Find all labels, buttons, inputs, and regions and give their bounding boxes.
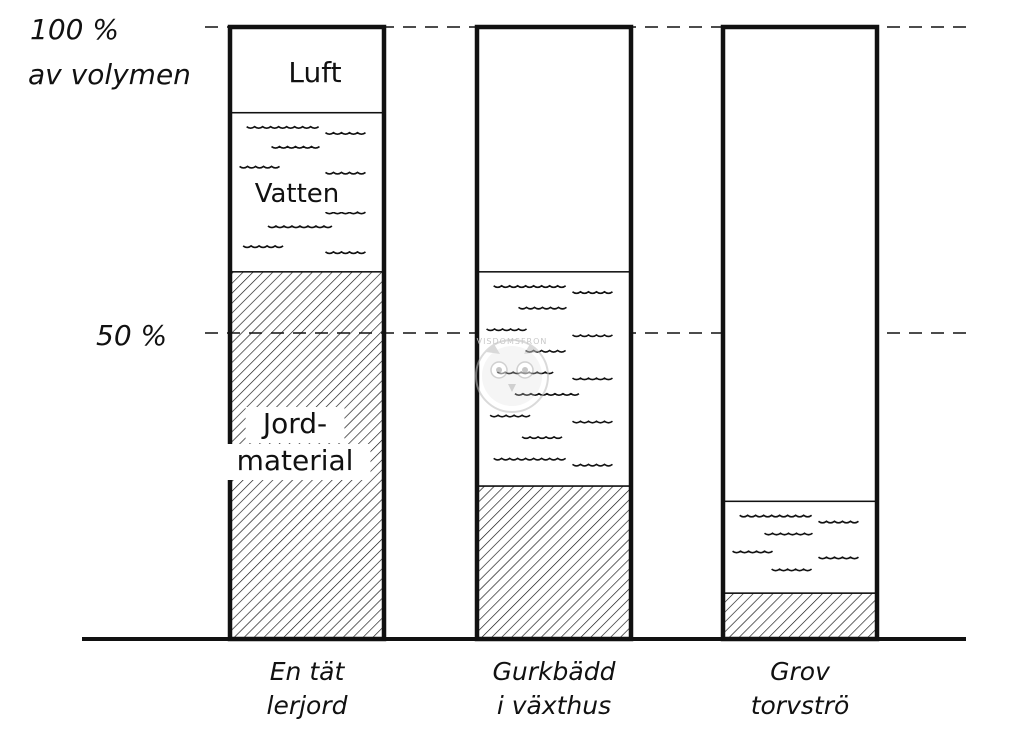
water-wave [493,284,567,289]
segment-label-luft-bg [274,56,356,92]
segment-label-jord-line-2-bg [219,444,371,480]
bar-group-3 [720,24,880,642]
y-tick-label-50: 50 % [96,319,167,352]
water-wave [518,306,567,310]
bars [227,24,880,642]
y-axis-labels: 100 % 50 % av volymen [28,13,191,352]
water-wave [521,435,563,440]
segment-label-jord-line-2: material [237,444,354,477]
watermark-logo [475,339,549,413]
bar-segment-luft-2 [476,26,632,273]
y-tick-label-100: 100 % [30,13,119,46]
bar-segment-luft-3 [722,26,878,503]
water-wave [739,514,813,518]
category-labels: En tät lerjord Gurkbädd i växthus Grov torvst… [267,657,850,720]
category-label-3-line-1: Grov [770,657,831,686]
water-wave [325,250,366,255]
water-wave [325,131,366,135]
water-wave [239,165,281,169]
segment-label-vatten-bg [242,178,352,212]
water-wave [572,463,613,467]
water-wave [242,244,284,249]
bar-group-1 [227,24,387,642]
water-wave [325,171,366,175]
water-wave [514,392,580,396]
water-wave [489,414,531,418]
water-wave [732,550,774,554]
water-wave [271,145,320,149]
segment-label-jord-line-1-bg [245,407,345,443]
water-wave [572,377,613,381]
water-wave [818,520,859,524]
watermark-text: VISDOMSFRON [477,337,548,346]
segment-label-jord-line-1: Jord- [261,407,327,440]
category-label-3-line-2: torvströ [751,691,850,720]
water-wave [771,568,813,572]
water-wave [246,125,320,129]
bar-group-2 [474,24,634,642]
water-wave [325,211,366,215]
water-wave [572,290,613,295]
category-label-2-line-1: Gurkbädd [493,657,616,686]
water-wave [764,532,813,536]
segment-label-vatten: Vatten [255,179,340,209]
category-label-1-line-1: En tät [270,657,346,686]
category-label-1-line-2: lerjord [267,691,348,720]
water-wave [818,556,859,560]
water-wave [572,333,613,338]
bar-segment-vatten-3 [722,500,878,594]
bar-segment-jordmaterial-3 [722,592,878,640]
water-wave [493,457,567,461]
category-label-2-line-2: i växthus [497,691,611,720]
water-wave [486,327,528,332]
segment-label-luft: Luft [288,56,341,89]
bar-segment-jordmaterial-2 [476,485,632,640]
water-wave [572,420,613,424]
water-wave [267,225,333,229]
y-axis-label: av volymen [28,58,191,91]
